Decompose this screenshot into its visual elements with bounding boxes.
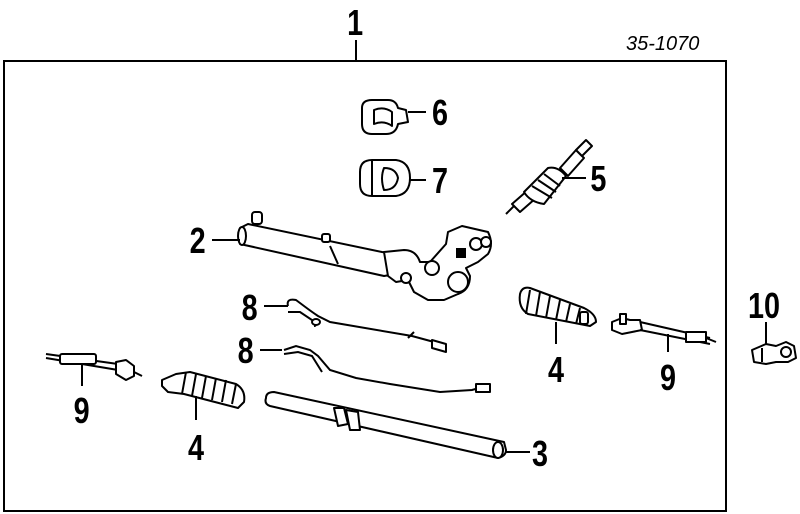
callout-9-right-label: 9 (660, 357, 676, 398)
callout-9-left-label: 9 (74, 390, 90, 431)
transfer-tube-upper-part (286, 298, 447, 353)
reference-number: 35-1070 (626, 33, 699, 55)
boot-right-part (518, 286, 597, 327)
callout-3-label: 3 (532, 433, 548, 474)
diagram-frame (3, 60, 727, 512)
transfer-tube-lower-part (283, 344, 491, 394)
callout-1-label: 1 (347, 2, 363, 43)
callout-7-label: 7 (432, 160, 448, 201)
pinion-valve-part (505, 139, 593, 215)
bracket-part (361, 99, 409, 135)
rack-part (264, 391, 507, 459)
boot-left-part (161, 371, 246, 409)
callout-6-label: 6 (432, 92, 448, 133)
callout-8-lower-label: 8 (238, 330, 254, 371)
tie-rod-end-part (751, 341, 797, 365)
callout-8-upper-label: 8 (242, 287, 258, 328)
callout-10-label: 10 (748, 285, 780, 326)
bushing-part (359, 159, 411, 197)
tie-rod-left-part (45, 353, 143, 381)
gear-housing-part (237, 211, 492, 301)
callout-4-left-label: 4 (188, 427, 204, 468)
callout-5-label: 5 (590, 158, 606, 199)
tie-rod-right-part (611, 313, 717, 345)
callout-2-label: 2 (190, 220, 206, 261)
callout-4-right-label: 4 (548, 349, 564, 390)
